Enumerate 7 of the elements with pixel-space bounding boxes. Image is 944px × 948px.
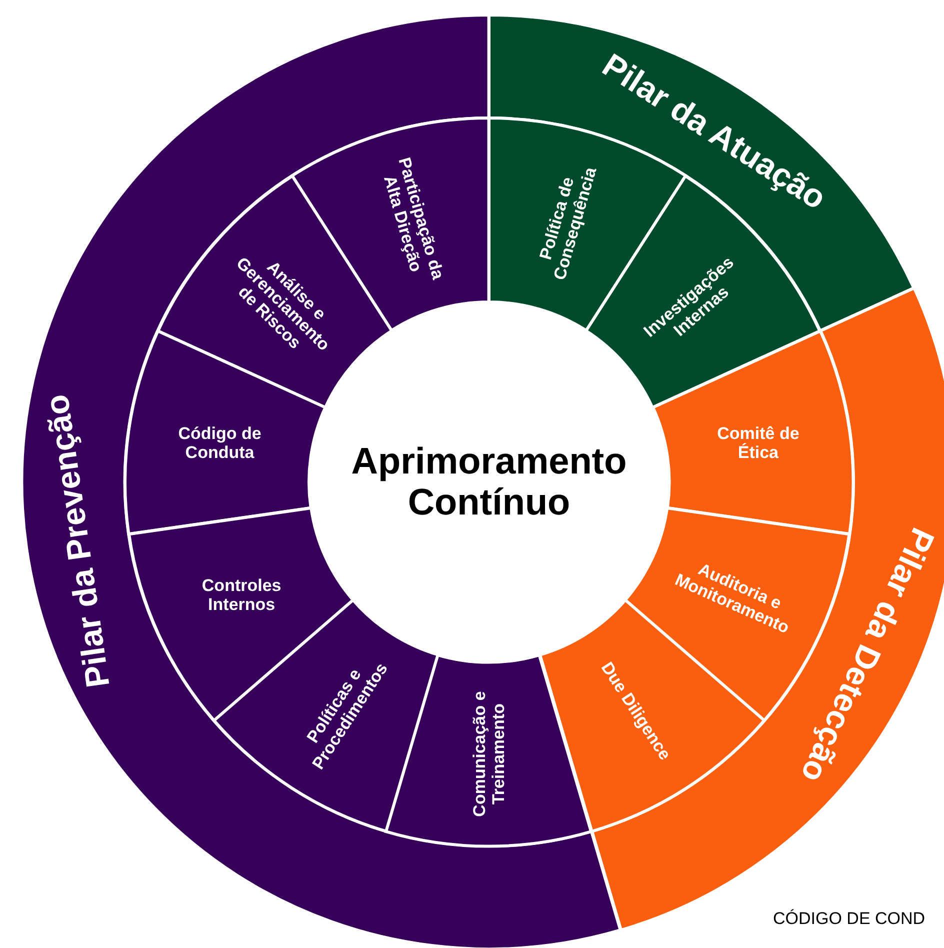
segment-label: Comitê de Ética	[716, 424, 800, 462]
segment-label: Controles Internos	[200, 576, 282, 614]
segment-label: Código de Conduta	[177, 424, 262, 462]
cut-off-heading: CÓDIGO DE COND	[773, 909, 926, 929]
segment-label: Comunicação e Treinamento	[470, 690, 508, 819]
pillar-title: Pilar da Prevenção	[38, 392, 118, 690]
center-title: Aprimoramento Contínuo	[350, 440, 628, 524]
